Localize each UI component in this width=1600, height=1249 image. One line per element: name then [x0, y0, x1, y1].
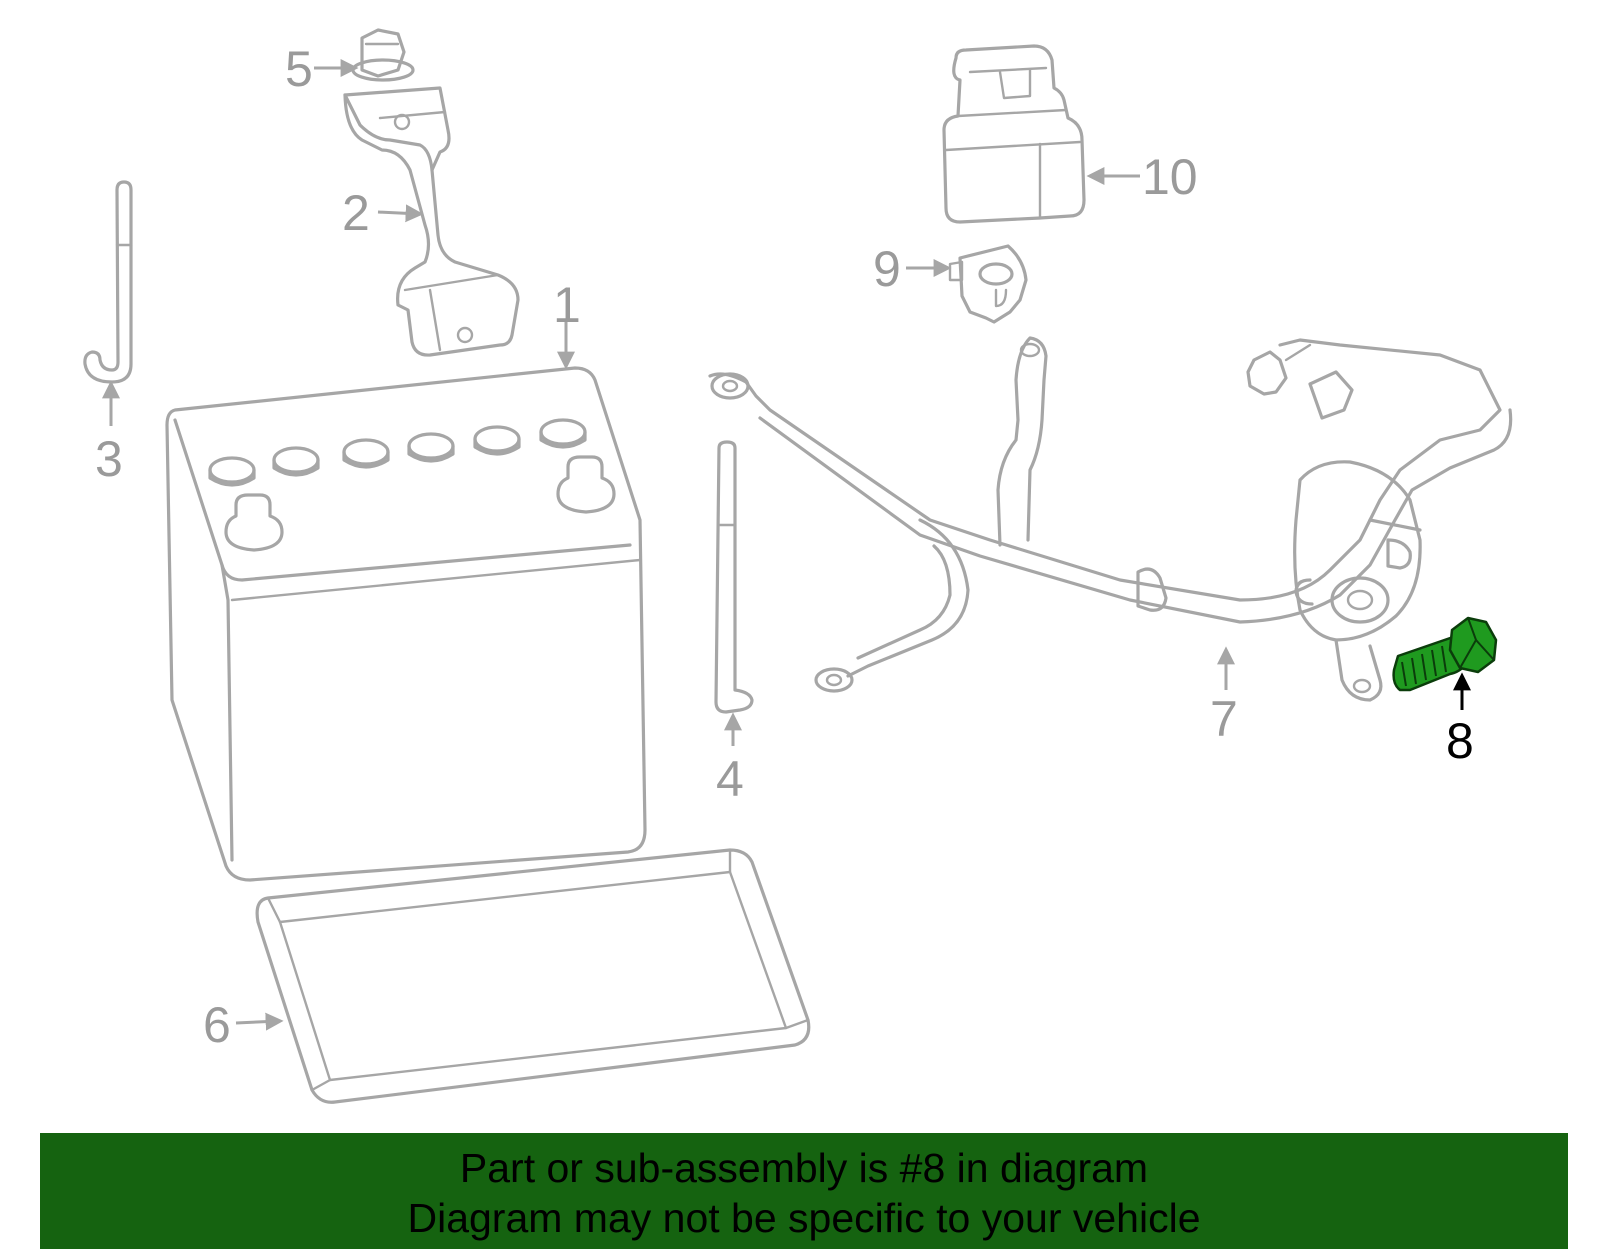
hold-down-bracket-part [343, 86, 520, 357]
terminal-clamp-part [948, 244, 1028, 324]
callout-6: 6 [203, 997, 231, 1053]
arrow-6 [235, 1012, 284, 1031]
callout-2: 2 [342, 185, 370, 241]
terminal-cover-part [942, 44, 1086, 224]
callout-5: 5 [285, 41, 313, 97]
banner-line-part-number: Part or sub-assembly is #8 in diagram [459, 1145, 1149, 1191]
callout-4: 4 [716, 751, 744, 807]
info-banner: Part or sub-assembly is #8 in diagram Di… [40, 1133, 1568, 1249]
rod-part [714, 440, 754, 714]
callout-9: 9 [873, 241, 901, 297]
nut-part [351, 28, 415, 82]
callout-1: 1 [553, 277, 581, 333]
callout-labels: 1 2 3 4 5 6 7 8 9 10 [95, 41, 1474, 1053]
bolt-part [1392, 616, 1498, 692]
callout-10: 10 [1142, 149, 1198, 205]
battery-tray-part [255, 848, 811, 1104]
callout-3: 3 [95, 431, 123, 487]
callout-7: 7 [1210, 691, 1238, 747]
callout-8[interactable]: 8 [1446, 713, 1474, 769]
banner-line-disclaimer: Diagram may not be specific to your vehi… [407, 1195, 1201, 1241]
battery-part [165, 366, 647, 882]
j-bolt-part [83, 180, 133, 384]
callout-arrows [102, 59, 1471, 1031]
wiring-harness-part [708, 336, 1513, 702]
arrow-2 [377, 204, 424, 223]
